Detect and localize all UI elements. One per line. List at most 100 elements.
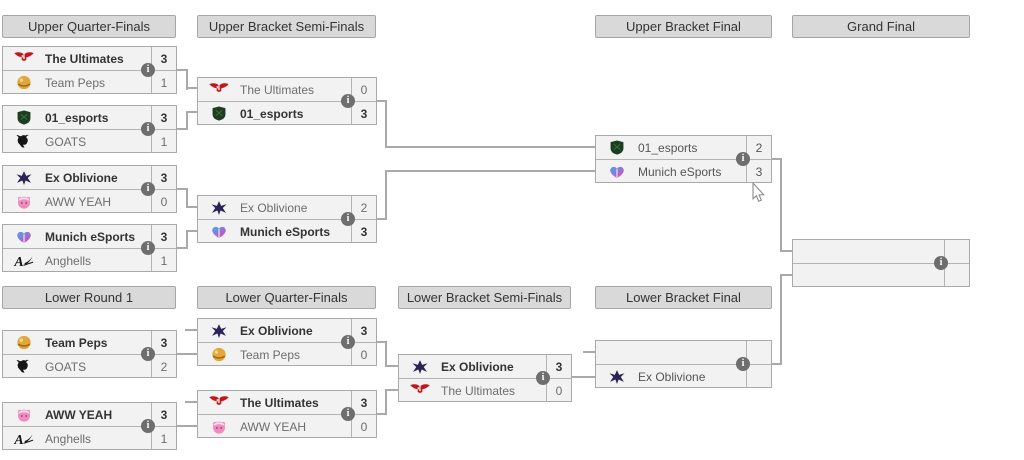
team-row[interactable]: Ex Oblivione 3 <box>198 319 376 342</box>
team-score: 1 <box>151 71 176 94</box>
team-name: GOATS <box>45 359 87 374</box>
match-info-icon[interactable]: i <box>341 335 355 349</box>
ex-oblivione-logo-icon <box>3 170 45 185</box>
team-row[interactable]: Munich eSports 3 <box>596 159 771 183</box>
connector-line <box>188 206 197 208</box>
team-row[interactable]: GOATS 2 <box>3 354 176 378</box>
match-info-icon[interactable]: i <box>341 407 355 421</box>
team-row[interactable]: AWW YEAH 3 <box>3 403 176 426</box>
team-row[interactable]: Munich eSports 3 <box>198 219 376 243</box>
team-row[interactable]: Munich eSports 3 <box>3 225 176 248</box>
team-row[interactable]: AWW YEAH 0 <box>198 414 376 438</box>
team-row[interactable]: Anghells 1 <box>3 426 176 450</box>
match-ubqf1: The Ultimates 3 Team Peps 1 i <box>2 46 177 94</box>
header-lower-quarter-finals: Lower Quarter-Finals <box>197 286 376 309</box>
team-row-empty[interactable] <box>793 263 969 287</box>
match-info-icon[interactable]: i <box>341 94 355 108</box>
match-lr1m2: AWW YEAH 3 Anghells 1 i <box>2 402 177 450</box>
team-score: 3 <box>351 220 376 243</box>
team-row[interactable]: The Ultimates 0 <box>399 378 571 402</box>
team-row-empty[interactable] <box>596 341 771 364</box>
team-name: Munich eSports <box>45 229 136 244</box>
team-score: 1 <box>151 427 176 450</box>
header-lower-bracket-semi-finals: Lower Bracket Semi-Finals <box>398 286 571 309</box>
team-name: Ex Oblivione <box>441 359 514 374</box>
match-info-icon[interactable]: i <box>736 152 750 166</box>
team-row[interactable]: 01_esports 2 <box>596 136 771 159</box>
the-ultimates-logo-icon <box>198 395 240 410</box>
team-score <box>944 240 969 263</box>
aww-yeah-logo-icon <box>3 407 45 422</box>
connector-line <box>387 365 398 367</box>
connector-line <box>186 69 188 90</box>
match-info-icon[interactable]: i <box>141 122 155 136</box>
connector-line <box>188 230 197 232</box>
connector-line <box>186 111 188 130</box>
match-lqf1: Ex Oblivione 3 Team Peps 0 i <box>197 318 377 366</box>
team-name: Ex Oblivione <box>240 323 313 338</box>
team-score: 0 <box>351 78 376 101</box>
team-row[interactable]: Team Peps 0 <box>198 342 376 366</box>
match-info-icon[interactable]: i <box>141 347 155 361</box>
connector-line <box>377 100 387 102</box>
the-ultimates-logo-icon <box>198 82 240 97</box>
connector-line <box>782 250 792 252</box>
team-row[interactable]: Anghells 1 <box>3 248 176 272</box>
match-info-icon[interactable]: i <box>141 63 155 77</box>
team-row[interactable]: AWW YEAH 0 <box>3 189 176 213</box>
match-ubsf1: The Ultimates 0 01_esports 3 i <box>197 77 377 125</box>
team-row[interactable]: 01_esports 3 <box>3 106 176 129</box>
munich-esports-logo-icon <box>596 164 638 179</box>
match-lower-bracket-final: Ex Oblivione i <box>595 340 772 388</box>
anghells-logo-icon <box>3 253 45 268</box>
connector-line <box>377 413 387 415</box>
team-row[interactable]: The Ultimates 3 <box>198 391 376 414</box>
match-lr1m1: Team Peps 3 GOATS 2 i <box>2 330 177 378</box>
team-name: Ex Oblivione <box>240 200 308 215</box>
match-info-icon[interactable]: i <box>141 241 155 255</box>
team-score: 0 <box>351 343 376 366</box>
team-score <box>746 341 771 364</box>
the-ultimates-logo-icon <box>3 51 45 66</box>
team-name: Team Peps <box>240 347 301 362</box>
match-info-icon[interactable]: i <box>141 182 155 196</box>
team-row[interactable]: 01_esports 3 <box>198 101 376 125</box>
team-name: Anghells <box>45 253 92 268</box>
team-row[interactable]: Team Peps 1 <box>3 70 176 94</box>
team-name: The Ultimates <box>45 51 124 66</box>
team-score: 1 <box>151 130 176 153</box>
team-row[interactable]: Ex Oblivione <box>596 364 771 388</box>
match-lbsf: Ex Oblivione 3 The Ultimates 0 i <box>398 354 572 402</box>
team-row[interactable]: Ex Oblivione 2 <box>198 196 376 219</box>
match-info-icon[interactable]: i <box>341 212 355 226</box>
team-row[interactable]: The Ultimates 3 <box>3 47 176 70</box>
match-info-icon[interactable]: i <box>934 256 948 270</box>
connector-line <box>385 341 387 367</box>
team-row[interactable]: Team Peps 3 <box>3 331 176 354</box>
team-score: 2 <box>151 355 176 378</box>
team-row[interactable]: The Ultimates 0 <box>198 78 376 101</box>
munich-esports-logo-icon <box>198 224 240 239</box>
team-name: AWW YEAH <box>45 194 112 209</box>
team-peps-logo-icon <box>3 75 45 90</box>
team-name: 01_esports <box>240 106 304 121</box>
team-name: Anghells <box>45 431 92 446</box>
match-info-icon[interactable]: i <box>141 419 155 433</box>
connector-line <box>186 188 188 208</box>
connector-line <box>377 341 387 343</box>
connector-line <box>177 128 187 130</box>
team-peps-logo-icon <box>198 347 240 362</box>
team-row[interactable]: Ex Oblivione 3 <box>399 355 571 378</box>
header-upper-bracket-final: Upper Bracket Final <box>595 15 772 38</box>
team-row[interactable]: Ex Oblivione 3 <box>3 166 176 189</box>
match-info-icon[interactable]: i <box>536 371 550 385</box>
goats-logo-icon <box>3 134 45 149</box>
match-info-icon[interactable]: i <box>736 357 750 371</box>
team-row-empty[interactable] <box>793 240 969 263</box>
team-row[interactable]: GOATS 1 <box>3 129 176 153</box>
connector-line <box>387 170 595 172</box>
connector-line <box>772 158 782 160</box>
ex-oblivione-logo-icon <box>399 359 441 374</box>
team-name: AWW YEAH <box>240 419 307 434</box>
